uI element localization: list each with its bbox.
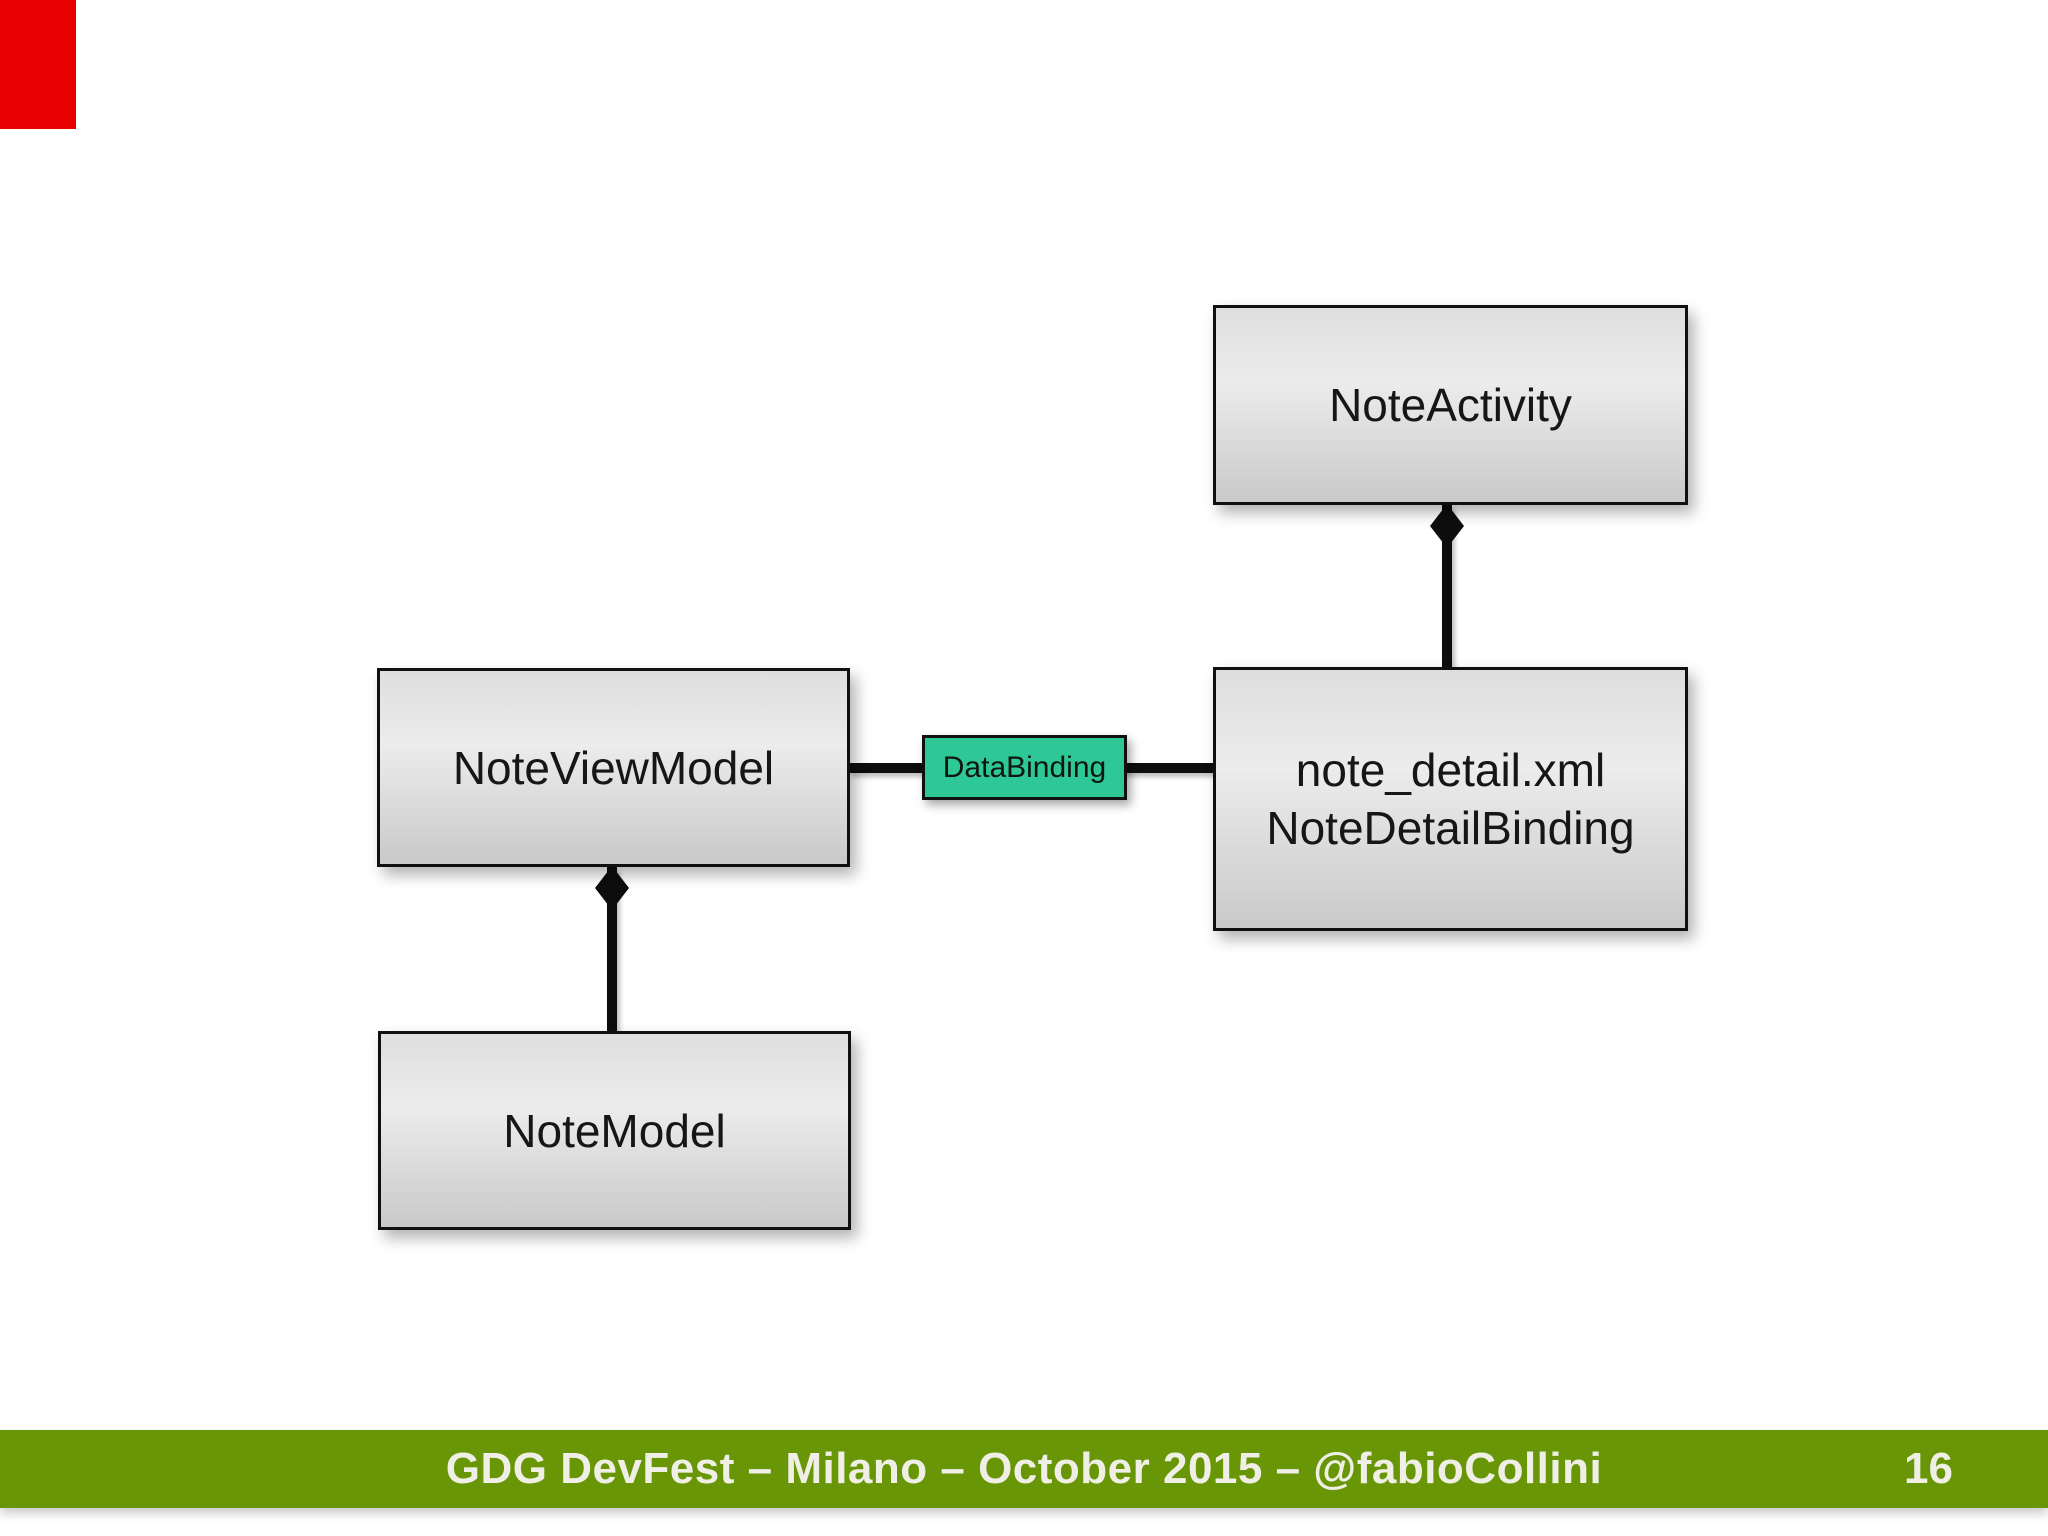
composition-diamond-icon (595, 866, 629, 910)
node-notedetail-line2: NoteDetailBinding (1266, 802, 1635, 854)
red-corner-marker (0, 0, 76, 129)
databinding-badge-label: DataBinding (942, 750, 1107, 784)
footer-title: GDG DevFest – Milano – October 2015 – @f… (445, 1444, 1603, 1493)
footer-bar: GDG DevFest – Milano – October 2015 – @f… (0, 1430, 2048, 1508)
node-noteviewmodel: NoteViewModel (377, 668, 850, 867)
databinding-badge: DataBinding (922, 735, 1127, 800)
page-number: 16 (1904, 1444, 1953, 1493)
node-notedetail: note_detail.xml NoteDetailBinding (1213, 667, 1688, 931)
composition-diamond-icon (1430, 504, 1464, 548)
node-noteactivity-label: NoteActivity (1329, 379, 1572, 431)
node-notedetail-line1: note_detail.xml (1295, 744, 1606, 796)
node-notemodel: NoteModel (378, 1031, 851, 1230)
connector-noteviewmodel-notemodel (607, 867, 617, 1032)
connector-noteactivity-notedetail (1442, 505, 1452, 668)
node-noteactivity: NoteActivity (1213, 305, 1688, 505)
node-notemodel-label: NoteModel (503, 1104, 726, 1157)
node-noteviewmodel-label: NoteViewModel (452, 741, 775, 794)
